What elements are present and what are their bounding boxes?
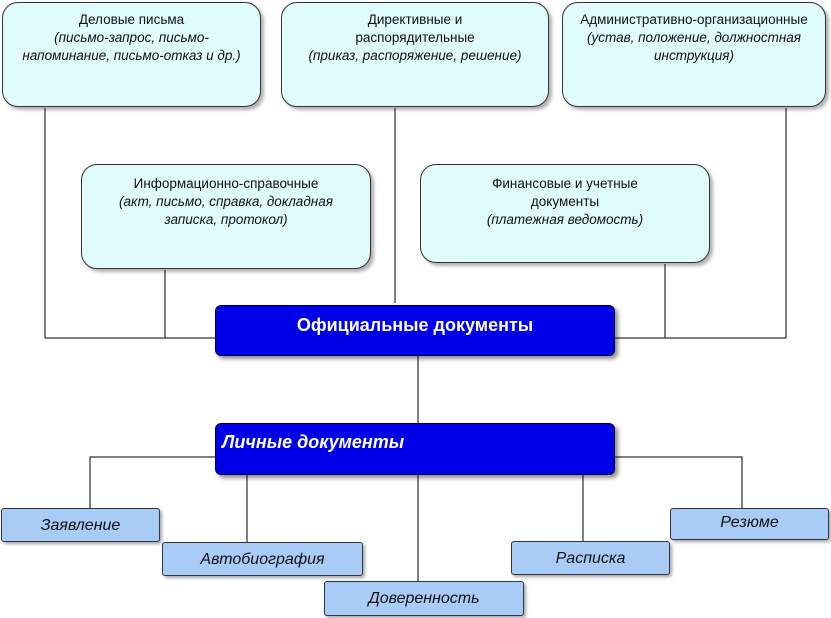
category-title: Информационно-справочные: [133, 176, 319, 191]
category-financial: Финансовые и учетные документы (платежна…: [420, 164, 710, 263]
category-business-letters: Деловые письма (письмо-запрос, письмо-на…: [2, 2, 261, 107]
leaf-autobiography: Автобиография: [162, 542, 363, 576]
official-documents-node: Официальные документы: [215, 305, 615, 356]
personal-documents-node: Личные документы: [215, 423, 615, 475]
leaf-label: Доверенность: [368, 590, 480, 607]
leaf-label: Резюме: [720, 514, 779, 531]
leaf-label: Автобиография: [200, 551, 325, 568]
connector-admin: [615, 108, 787, 339]
connector-business: [44, 108, 215, 339]
connector-resume: [615, 456, 743, 508]
official-documents-label: Официальные документы: [296, 315, 534, 335]
category-examples: (письмо-запрос, письмо-напоминание, пись…: [22, 30, 241, 63]
category-examples: (устав, положение, должностная инструкци…: [586, 30, 801, 63]
category-title: Директивные и распорядительные: [355, 12, 475, 45]
category-informational: Информационно-справочные (акт, письмо, с…: [81, 164, 371, 269]
category-examples: (приказ, распоряжение, решение): [308, 48, 522, 63]
category-directive: Директивные и распорядительные (приказ, …: [281, 2, 549, 107]
category-examples: (платежная ведомость): [486, 212, 644, 227]
category-administrative: Административно-организационные (устав, …: [562, 2, 826, 107]
category-examples: (акт, письмо, справка, докладная записка…: [119, 194, 333, 227]
leaf-receipt: Расписка: [511, 541, 670, 575]
leaf-statement: Заявление: [1, 508, 160, 542]
connector-statement: [89, 456, 215, 508]
category-title: Административно-организационные: [580, 12, 808, 27]
leaf-resume: Резюме: [670, 508, 829, 540]
category-title: Деловые письма: [78, 12, 185, 27]
category-title: Финансовые и учетные документы: [492, 176, 638, 209]
personal-documents-label: Личные документы: [222, 432, 405, 452]
leaf-label: Заявление: [40, 517, 121, 534]
leaf-label: Расписка: [555, 550, 626, 567]
leaf-power-of-attorney: Доверенность: [324, 581, 524, 616]
